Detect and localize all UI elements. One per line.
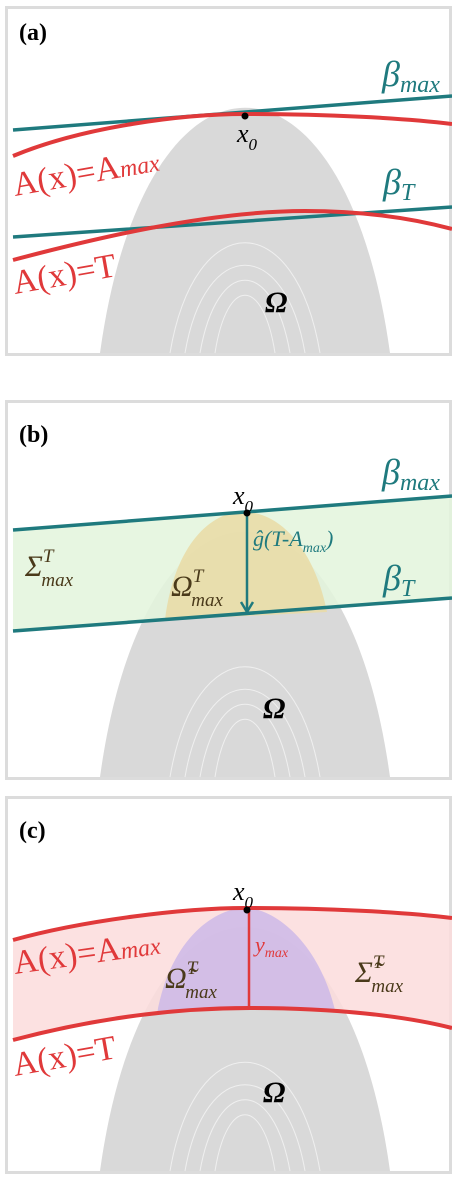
a-t-curve xyxy=(12,1005,452,1042)
omega-arcs xyxy=(169,666,321,778)
omega-label: Ω xyxy=(263,692,285,725)
panel-a: (a) x0 βmax βT A(x)=Amax A(x)=T Ω xyxy=(5,6,452,390)
panel-a-figure: (a) x0 βmax βT A(x)=Amax A(x)=T Ω xyxy=(5,6,452,356)
beta-t-label: βT xyxy=(382,558,416,602)
g-label: ĝ(T-Amax) xyxy=(253,526,333,556)
x0-label: x0 xyxy=(232,877,254,912)
beta-t-label: βT xyxy=(382,162,416,206)
a-t-curve xyxy=(12,208,452,262)
omega-label: Ω xyxy=(265,286,287,319)
panel-tag: (a) xyxy=(19,20,47,46)
omega-tilde-region xyxy=(157,908,335,1014)
beta-t-line xyxy=(12,596,452,633)
omega-arcs xyxy=(169,1061,321,1172)
omega-region xyxy=(100,107,390,353)
beta-max-label: βmax xyxy=(381,452,440,496)
beta-t-line xyxy=(12,205,452,239)
x0-point xyxy=(243,509,251,517)
beta-max-label: βmax xyxy=(381,54,440,98)
panel-tag: (c) xyxy=(19,818,46,844)
arrow-head xyxy=(239,601,255,615)
panel-tag: (b) xyxy=(19,422,48,448)
x0-point xyxy=(243,906,251,914)
beta-max-line xyxy=(12,494,452,532)
omega-arcs xyxy=(169,242,321,354)
x0-point xyxy=(241,112,249,120)
y-max-label: ymax xyxy=(253,932,289,961)
x0-label: x0 xyxy=(236,119,258,154)
x0-label: x0 xyxy=(232,481,254,516)
omega-label: Ω xyxy=(263,1076,285,1109)
